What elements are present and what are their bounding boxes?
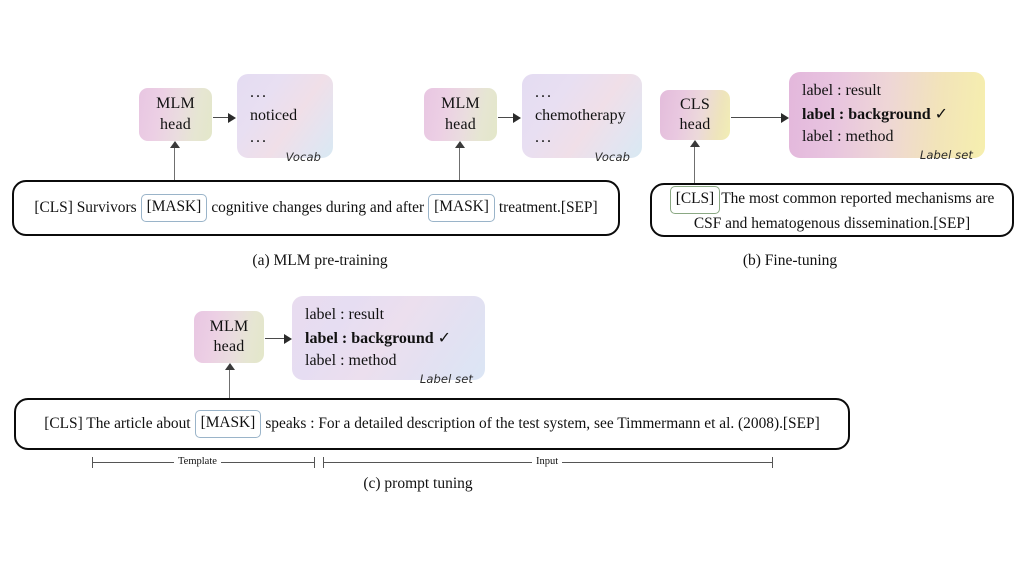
check-icon: ✓ xyxy=(437,327,452,347)
mlm-head-box-c: MLM head xyxy=(194,311,264,363)
panel-caption-b: (b) Fine-tuning xyxy=(742,252,838,269)
label-set-box-b: label : result label : background ✓ labe… xyxy=(789,72,985,162)
input-span-label: Input xyxy=(532,456,563,467)
connector-cls-arrow-b xyxy=(690,140,700,147)
head-line-1: MLM xyxy=(209,317,249,335)
vocab-dots-bottom: ... xyxy=(250,129,268,147)
sentence-segment-2: cognitive changes during and after xyxy=(211,198,425,216)
input-span-tick-right xyxy=(772,457,774,468)
connector-mask2-to-head-a xyxy=(459,148,461,193)
arrow-head-to-labelset-b xyxy=(731,117,782,119)
mask-token-c[interactable]: [MASK] xyxy=(194,410,262,438)
sentence-capsule-b[interactable]: [CLS]The most common reported mechanisms… xyxy=(650,183,1014,237)
check-icon: ✓ xyxy=(934,103,949,123)
label-option-selected[interactable]: label : background ✓ xyxy=(305,327,473,351)
vocab-dots-bottom: ... xyxy=(535,129,553,147)
label-option-text: label : background xyxy=(802,105,931,123)
sentence-line-2: CSF and hematogenous dissemination.[SEP] xyxy=(693,214,971,232)
vocab-tag: Vocab xyxy=(285,150,321,165)
head-line-2: head xyxy=(444,115,476,133)
mlm-head-box-a2: MLM head xyxy=(424,88,497,141)
head-line-1: CLS xyxy=(680,95,710,113)
label-option-text: label : background xyxy=(305,329,434,347)
arrow-head-to-vocab-a1 xyxy=(213,117,229,119)
label-option-selected[interactable]: label : background ✓ xyxy=(802,103,973,127)
head-line-1: MLM xyxy=(441,95,480,113)
arrow-head-to-labelset-b-tip xyxy=(781,113,789,123)
connector-mask-arrow-c xyxy=(225,363,235,370)
panel-caption-a: (a) MLM pre-training xyxy=(252,252,388,269)
label-option[interactable]: label : result xyxy=(802,82,882,99)
template-span-label: Template xyxy=(174,456,221,467)
label-set-tag: Label set xyxy=(919,148,973,163)
connector-cls-to-head-b xyxy=(694,147,696,193)
vocab-word: noticed xyxy=(250,106,298,124)
template-span-tick-right xyxy=(314,457,316,468)
sentence-segment-1: [CLS] Survivors xyxy=(34,198,137,216)
label-set-tag: Label set xyxy=(419,372,473,387)
arrow-head-to-vocab-a2-tip xyxy=(513,113,521,123)
connector-mask2-arrow-a xyxy=(455,141,465,148)
sentence-segment-2: speaks : For a detailed description of t… xyxy=(265,414,820,432)
arrow-head-to-labelset-c xyxy=(265,338,285,340)
head-line-2: head xyxy=(213,338,245,355)
sentence-segment-3: treatment.[SEP] xyxy=(498,198,598,216)
label-option[interactable]: label : method xyxy=(802,128,894,146)
vocab-dots-top: ... xyxy=(250,84,268,101)
head-line-2: head xyxy=(159,115,191,133)
sentence-line-1: The most common reported mechanisms are xyxy=(721,190,995,208)
sentence-capsule-c[interactable]: [CLS] The article about [MASK] speaks : … xyxy=(14,398,850,450)
cls-token-b[interactable]: [CLS] xyxy=(669,186,721,214)
vocab-tag: Vocab xyxy=(594,150,630,165)
connector-mask-to-head-c xyxy=(229,370,231,409)
mask-token-a1[interactable]: [MASK] xyxy=(140,194,208,222)
panel-caption-c: (c) prompt tuning xyxy=(363,475,473,492)
vocab-dots-top: ... xyxy=(535,84,553,101)
label-option[interactable]: label : result xyxy=(305,306,385,323)
arrow-head-to-labelset-c-tip xyxy=(284,334,292,344)
head-line-2: head xyxy=(679,116,711,133)
vocab-word: chemotherapy xyxy=(535,106,626,124)
connector-mask1-arrow-a xyxy=(170,141,180,148)
vocab-box-a1: ... noticed ... Vocab xyxy=(237,74,333,164)
head-line-1: MLM xyxy=(156,95,195,113)
arrow-head-to-vocab-a1-tip xyxy=(228,113,236,123)
sentence-segment-1: [CLS] The article about xyxy=(44,414,191,432)
label-option[interactable]: label : method xyxy=(305,352,397,370)
connector-mask1-to-head-a xyxy=(174,148,176,193)
vocab-box-a2: ... chemotherapy ... Vocab xyxy=(522,74,642,164)
mlm-head-box-a1: MLM head xyxy=(139,88,212,141)
label-set-box-c: label : result label : background ✓ labe… xyxy=(292,296,485,386)
cls-head-box-b: CLS head xyxy=(660,90,730,140)
mask-token-a2[interactable]: [MASK] xyxy=(428,194,495,222)
sentence-capsule-a[interactable]: [CLS] Survivors [MASK] cognitive changes… xyxy=(12,180,620,236)
arrow-head-to-vocab-a2 xyxy=(498,117,514,119)
